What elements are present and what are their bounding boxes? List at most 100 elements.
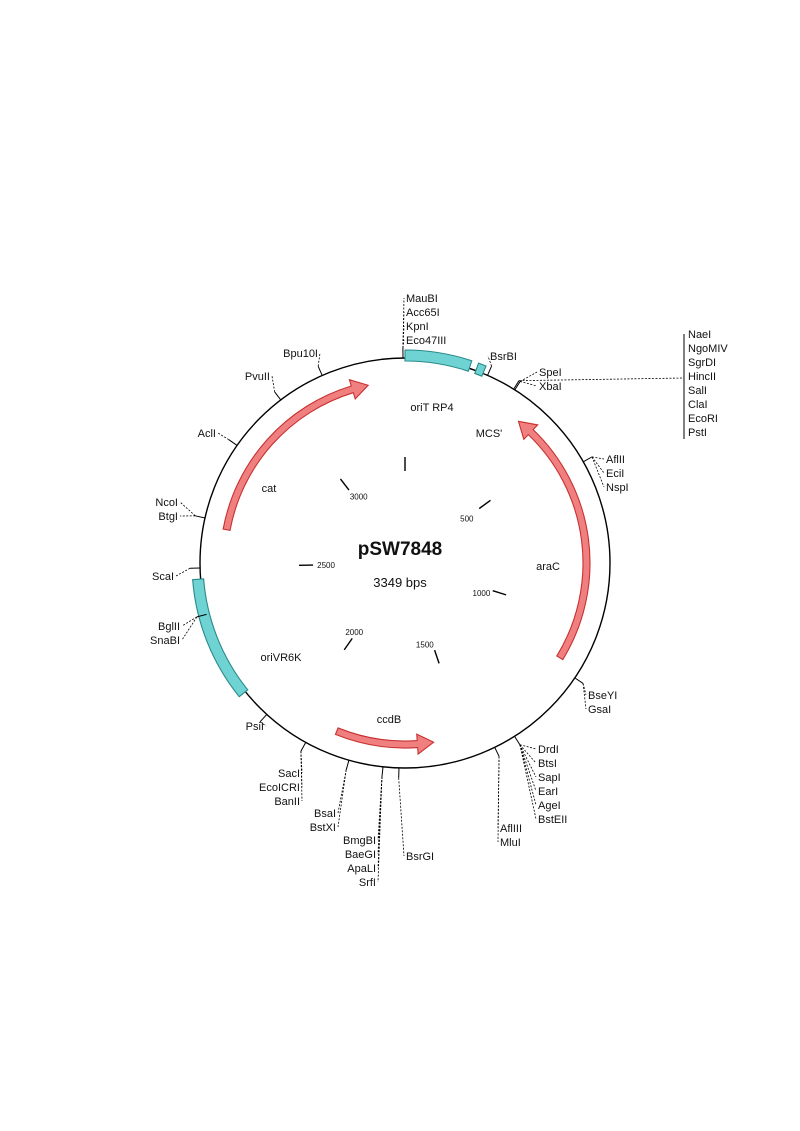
site-label-ecoicri: EcoICRI — [259, 782, 300, 794]
site-leader — [519, 744, 537, 750]
site-label-ncoi: NcoI — [155, 497, 178, 509]
site-label-nspi: NspI — [606, 482, 629, 494]
site-leader — [300, 751, 303, 802]
site-leader — [337, 769, 347, 828]
site-leader — [398, 777, 405, 857]
feature-label-cat: cat — [262, 483, 277, 495]
site-label-naei: NaeI — [688, 329, 711, 341]
site-label-snabi: SnaBI — [150, 635, 180, 647]
site-label-ngomiv: NgoMIV — [688, 343, 728, 355]
plasmid-length: 3349 bps — [373, 575, 427, 590]
site-label-btgi: BtgI — [158, 511, 178, 523]
site-label-bpu10i: Bpu10I — [283, 348, 318, 360]
feature-arac — [517, 420, 591, 661]
site-label-psti: PstI — [688, 427, 707, 439]
site-tick — [487, 365, 493, 376]
site-label-banii: BanII — [274, 796, 300, 808]
site-leader — [181, 616, 198, 627]
plasmid-name: pSW7848 — [358, 539, 442, 560]
site-label-clai: ClaI — [688, 399, 708, 411]
site-leader — [591, 456, 605, 460]
site-leader — [217, 432, 230, 441]
site-leader — [519, 744, 537, 778]
site-tick — [381, 766, 384, 777]
site-leader — [591, 456, 605, 488]
site-label-baegi: BaeGI — [345, 849, 376, 861]
site-leader — [317, 352, 321, 367]
site-leader — [377, 776, 383, 883]
site-tick — [583, 456, 593, 463]
site-tick — [345, 760, 350, 770]
site-label-sapi: SapI — [538, 772, 561, 784]
site-tick — [514, 736, 521, 745]
site-leader — [519, 371, 538, 382]
scale-tick-label: 2500 — [317, 561, 335, 570]
site-tick — [317, 366, 323, 376]
site-label-scai: ScaI — [152, 571, 174, 583]
scale-tick-label: 1500 — [416, 641, 434, 650]
site-tick — [228, 439, 238, 446]
site-leader — [591, 456, 605, 474]
feature-ccdb — [334, 727, 435, 756]
feature-cat — [222, 378, 370, 532]
site-leader — [181, 616, 198, 641]
scale-tick-2000 — [343, 637, 353, 651]
site-label-psii: PsiI — [246, 721, 264, 733]
site-leader — [487, 355, 492, 367]
scale-tick-label: 500 — [460, 514, 474, 523]
site-label-srfi: SrfI — [359, 877, 376, 889]
site-leader — [259, 721, 267, 727]
site-leader — [337, 769, 347, 814]
scale-tick-label: 2000 — [345, 628, 363, 637]
site-label-bsai: BsaI — [314, 808, 336, 820]
site-label-pvuii: PvuII — [245, 371, 270, 383]
feature-orit-rp4 — [404, 349, 473, 372]
site-tick — [259, 714, 268, 723]
site-label-ecii: EciI — [606, 468, 624, 480]
site-label-bglii: BglII — [158, 621, 180, 633]
site-label-spei: SpeI — [539, 367, 562, 379]
site-label-saci: SacI — [278, 768, 300, 780]
site-leader — [402, 339, 405, 349]
site-leader — [582, 683, 587, 710]
site-tick — [195, 515, 206, 519]
site-label-bmgbi: BmgBI — [343, 835, 376, 847]
site-label-kpni: KpnI — [406, 321, 429, 333]
site-label-bsrbi: BsrBI — [490, 351, 517, 363]
feature-label-orit-rp4: oriT RP4 — [410, 402, 453, 414]
scale-tick-label: 1000 — [473, 589, 491, 598]
site-leader — [179, 501, 196, 517]
site-label-aflii: AflII — [606, 454, 625, 466]
site-label-ecori: EcoRI — [688, 413, 718, 425]
site-leader — [518, 377, 685, 382]
site-label-hincii: HincII — [688, 371, 716, 383]
site-tick — [574, 677, 584, 684]
site-label-sali: SalI — [688, 385, 707, 397]
site-label-acli: AclI — [198, 428, 216, 440]
site-label-acc65i: Acc65I — [406, 307, 440, 319]
site-tick — [494, 747, 500, 757]
site-label-mlui: MluI — [500, 837, 521, 849]
site-leader — [519, 744, 537, 792]
site-label-sgrdi: SgrDI — [688, 357, 716, 369]
site-tick — [196, 613, 207, 618]
site-label-maubi: MauBI — [406, 293, 438, 305]
scale-tick-3000 — [339, 478, 350, 491]
site-label-bsteii: BstEII — [538, 814, 567, 826]
feature-label-ccdb: ccdB — [377, 714, 401, 726]
site-label-bstxi: BstXI — [310, 822, 336, 834]
site-label-xbai: XbaI — [539, 381, 562, 393]
site-tick — [300, 742, 307, 752]
site-label-gsai: GsaI — [588, 704, 611, 716]
feature-label-arac: araC — [536, 561, 560, 573]
feature-label-mcs: MCS' — [476, 428, 503, 440]
scale-tick-label: 3000 — [350, 492, 368, 501]
site-label-afliii: AflIII — [500, 823, 522, 835]
scale-tick-1500 — [433, 649, 440, 664]
site-label-btsi: BtsI — [538, 758, 557, 770]
site-label-agei: AgeI — [538, 800, 561, 812]
site-label-drdi: DrdI — [538, 744, 559, 756]
scale-tick-1000 — [492, 589, 507, 596]
site-tick — [514, 381, 521, 391]
